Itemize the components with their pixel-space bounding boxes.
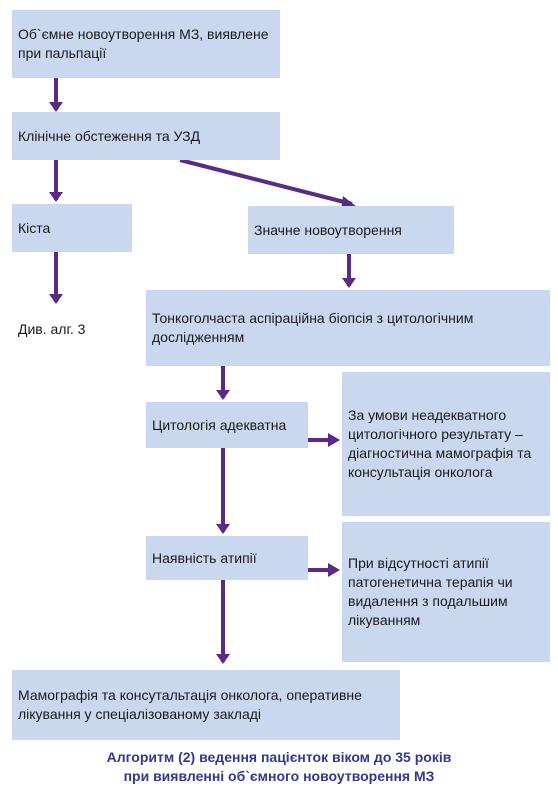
caption-line-2: при виявленні об`ємного новоутворення МЗ [123, 768, 435, 784]
node-no-atypia-note: При відсутності атипії патогенетична тер… [342, 522, 550, 662]
arrow-exam-to-mass [179, 158, 353, 206]
node-cyst-text: Кіста [18, 219, 51, 236]
node-exam-text: Клінічне обстеження та УЗД [18, 127, 201, 144]
node-atypia: Наявність атипії [146, 536, 308, 580]
node-cyst-ref: Див. алг. 3 [18, 320, 85, 339]
node-final-text: Мамографія та консутальтація онколога, о… [18, 687, 362, 722]
arrowhead-atypia-to-note [328, 563, 340, 577]
node-cyst-ref-text: Див. алг. 3 [18, 321, 86, 337]
arrowhead-cytology-to-atypia [216, 524, 230, 534]
node-biopsy: Тонкоголчаста аспіраційна біопсія з цито… [146, 290, 550, 366]
arrowhead-biopsy-to-cytology [216, 390, 230, 400]
arrowhead-cyst-to-ref [49, 294, 63, 304]
node-exam: Клінічне обстеження та УЗД [12, 112, 280, 160]
node-cyst: Кіста [12, 204, 132, 252]
arrowhead-mass-to-biopsy [342, 278, 356, 288]
node-inadequate-note: За умови неадекватного цитологічного рез… [342, 372, 550, 516]
arrowhead-atypia-to-final [216, 654, 230, 664]
node-cytology-adequate: Цитологія адекватна [146, 402, 308, 448]
node-biopsy-text: Тонкоголчаста аспіраційна біопсія з цито… [152, 310, 474, 345]
caption-line-1: Алгоритм (2) ведення пацієнток віком до … [106, 749, 452, 765]
node-atypia-text: Наявність атипії [152, 549, 257, 566]
diagram-caption: Алгоритм (2) ведення пацієнток віком до … [0, 748, 558, 786]
node-final: Мамографія та консутальтація онколога, о… [12, 670, 400, 740]
node-palpation-text: Об`ємне новоутворення МЗ, виявлене при п… [18, 26, 269, 61]
node-mass: Значне новоутворення [248, 206, 454, 254]
node-cytology-adequate-text: Цитологія адекватна [152, 416, 287, 433]
arrowhead-palpation-to-exam [49, 102, 63, 112]
node-mass-text: Значне новоутворення [254, 221, 402, 238]
node-inadequate-note-text: За умови неадекватного цитологічного рез… [348, 407, 532, 480]
arrowhead-cytology-to-note [328, 433, 340, 447]
node-palpation: Об`ємне новоутворення МЗ, виявлене при п… [12, 10, 280, 78]
node-no-atypia-note-text: При відсутності атипії патогенетична тер… [348, 555, 513, 628]
arrowhead-exam-to-cyst [49, 192, 63, 202]
